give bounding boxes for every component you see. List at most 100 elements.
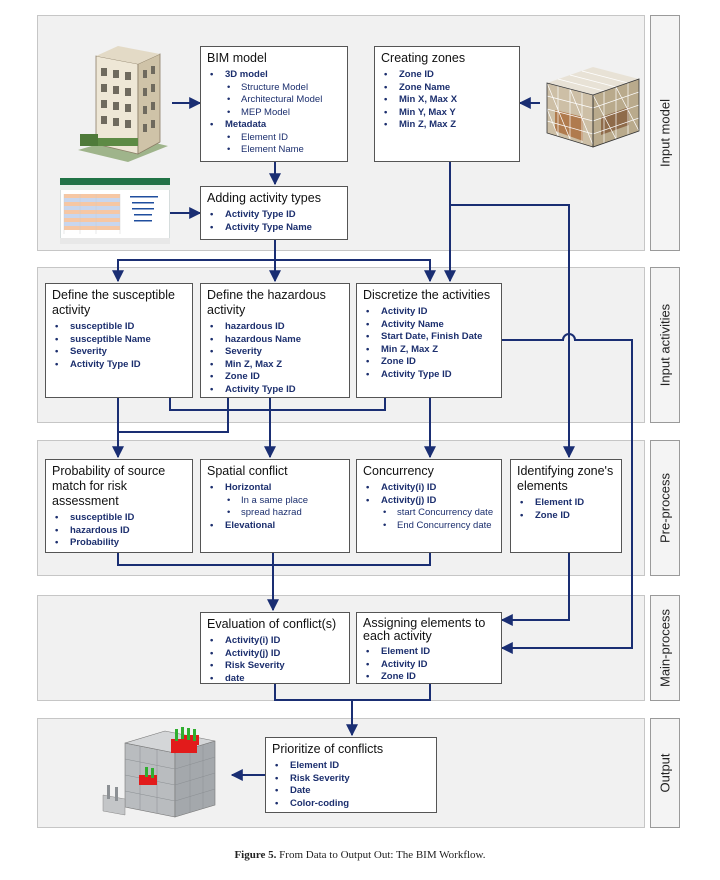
figure-caption: Figure 5. From Data to Output Out: The B… (0, 849, 720, 861)
list-item: Min Y, Max Y (381, 107, 513, 120)
list-item: susceptible Name (52, 334, 186, 347)
list-item: Probability (52, 537, 186, 550)
zone-elements-title: Identifying zone's elements (517, 464, 614, 493)
list-item: Element Name (207, 144, 341, 157)
list-item: Activity(j) ID (207, 648, 343, 661)
creating-zones-items: Zone ID Zone Name Min X, Max X Min Y, Ma… (381, 69, 513, 132)
list-item: Element ID (517, 497, 615, 510)
list-item: susceptible ID (52, 321, 186, 334)
arrow-discretize-to-spatial (169, 398, 386, 411)
arrow-types-to-discretize (275, 259, 436, 283)
list-item: Element ID (363, 646, 495, 659)
spatial-conflict-items: Horizontal In a same place spread hazrad… (207, 482, 343, 532)
list-item: Min Z, Max Z (207, 359, 343, 372)
list-item: In a same place (207, 495, 343, 508)
list-item: Element ID (272, 760, 430, 773)
list-item: Activity(i) ID (207, 635, 343, 648)
bim-building-image (68, 38, 174, 166)
probability-title: Probability of source match for risk ass… (52, 464, 166, 508)
list-item: Structure Model (207, 82, 341, 95)
zone-grid-image (543, 55, 643, 150)
bim-model-title: BIM model (207, 51, 267, 65)
list-item: Start Date, Finish Date (363, 331, 495, 344)
discretize-activities-items: Activity ID Activity Name Start Date, Fi… (363, 306, 495, 381)
list-item: date (207, 673, 343, 686)
list-item: Risk Severity (207, 660, 343, 673)
bim-model-box: BIM model 3D model Structure Model Archi… (200, 46, 348, 162)
prioritize-items: Element ID Risk Severity Date Color-codi… (272, 760, 430, 810)
list-item: hazardous Name (207, 334, 343, 347)
arrow-zones-to-zone-elements (450, 204, 575, 459)
list-item: Min X, Max X (381, 94, 513, 107)
hazardous-activity-box: Define the hazardous activity hazardous … (200, 283, 350, 398)
hazardous-activity-title: Define the hazardous activity (207, 288, 326, 317)
susceptible-activity-items: susceptible ID susceptible Name Severity… (52, 321, 186, 371)
list-item: Zone Name (381, 82, 513, 95)
list-item: Date (272, 785, 430, 798)
list-item: Activity Type ID (207, 209, 341, 222)
list-item: Zone ID (363, 356, 495, 369)
arrow-discretize-to-assigning (500, 333, 633, 654)
assigning-box: Assigning elements to each activity Elem… (356, 612, 502, 684)
list-item: Zone ID (517, 510, 615, 523)
list-item: Severity (207, 346, 343, 359)
susceptible-activity-box: Define the susceptible activity suscepti… (45, 283, 193, 398)
list-item: Architectural Model (207, 94, 341, 107)
list-item: Activity ID (363, 659, 495, 672)
list-item: spread hazrad (207, 507, 343, 520)
list-item: Zone ID (363, 671, 495, 684)
list-item: Activity Type ID (207, 384, 343, 397)
discretize-activities-title: Discretize the activities (363, 288, 491, 302)
list-item: MEP Model (207, 107, 341, 120)
list-item: End Concurrency date (363, 520, 495, 533)
list-item: start Concurrency date (363, 507, 495, 520)
concurrency-title: Concurrency (363, 464, 434, 478)
concurrency-items: Activity(i) ID Activity(j) ID start Conc… (363, 482, 495, 532)
list-item: Color-coding (272, 798, 430, 811)
evaluation-items: Activity(i) ID Activity(j) ID Risk Sever… (207, 635, 343, 685)
assigning-title: Assigning elements to each activity (363, 616, 486, 643)
probability-items: susceptible ID hazardous ID Probability (52, 512, 186, 550)
stage-label-output: Output (650, 718, 680, 828)
list-item: Activity(i) ID (363, 482, 495, 495)
evaluation-title: Evaluation of conflict(s) (207, 617, 337, 631)
figure-caption-text: From Data to Output Out: The BIM Workflo… (279, 849, 486, 861)
stage-label-input-model: Input model (650, 15, 680, 251)
stage-label-main-process: Main-process (650, 595, 680, 701)
hazardous-activity-items: hazardous ID hazardous Name Severity Min… (207, 321, 343, 396)
prioritize-box: Prioritize of conflicts Element ID Risk … (265, 737, 437, 813)
list-item: Element ID (207, 132, 341, 145)
arrow-evaluation-to-prioritize (274, 684, 431, 701)
list-item: Zone ID (207, 371, 343, 384)
activity-types-items: Activity Type ID Activity Type Name (207, 209, 341, 234)
arrow-hazardous-to-probability (118, 398, 229, 433)
list-item: hazardous ID (52, 525, 186, 538)
list-item: Activity Type ID (52, 359, 186, 372)
list-item: Activity Name (363, 319, 495, 332)
bim-model-items: 3D model Structure Model Architectural M… (207, 69, 341, 157)
list-item: Activity(j) ID (363, 495, 495, 508)
list-item: Risk Severity (272, 773, 430, 786)
prioritize-title: Prioritize of conflicts (272, 742, 384, 756)
list-item: Activity ID (363, 306, 495, 319)
zone-elements-box: Identifying zone's elements Element ID Z… (510, 459, 622, 553)
evaluation-box: Evaluation of conflict(s) Activity(i) ID… (200, 612, 350, 685)
arrow-zone-elements-to-assigning (500, 553, 570, 626)
list-item: susceptible ID (52, 512, 186, 525)
discretize-activities-box: Discretize the activities Activity ID Ac… (356, 283, 502, 398)
list-item: Activity Type ID (363, 369, 495, 382)
concurrency-box: Concurrency Activity(i) ID Activity(j) I… (356, 459, 502, 553)
activity-types-title: Adding activity types (207, 191, 321, 205)
spreadsheet-image (59, 177, 171, 245)
list-item: Horizontal (207, 482, 343, 495)
zone-elements-items: Element ID Zone ID (517, 497, 615, 522)
creating-zones-title: Creating zones (381, 51, 466, 65)
conflict-render-image (95, 725, 230, 825)
list-item: Min Z, Max Z (381, 119, 513, 132)
list-item: Elevational (207, 520, 343, 533)
list-item: Severity (52, 346, 186, 359)
probability-box: Probability of source match for risk ass… (45, 459, 193, 553)
list-item: Zone ID (381, 69, 513, 82)
creating-zones-box: Creating zones Zone ID Zone Name Min X, … (374, 46, 520, 162)
stage-label-pre-process: Pre-process (650, 440, 680, 576)
